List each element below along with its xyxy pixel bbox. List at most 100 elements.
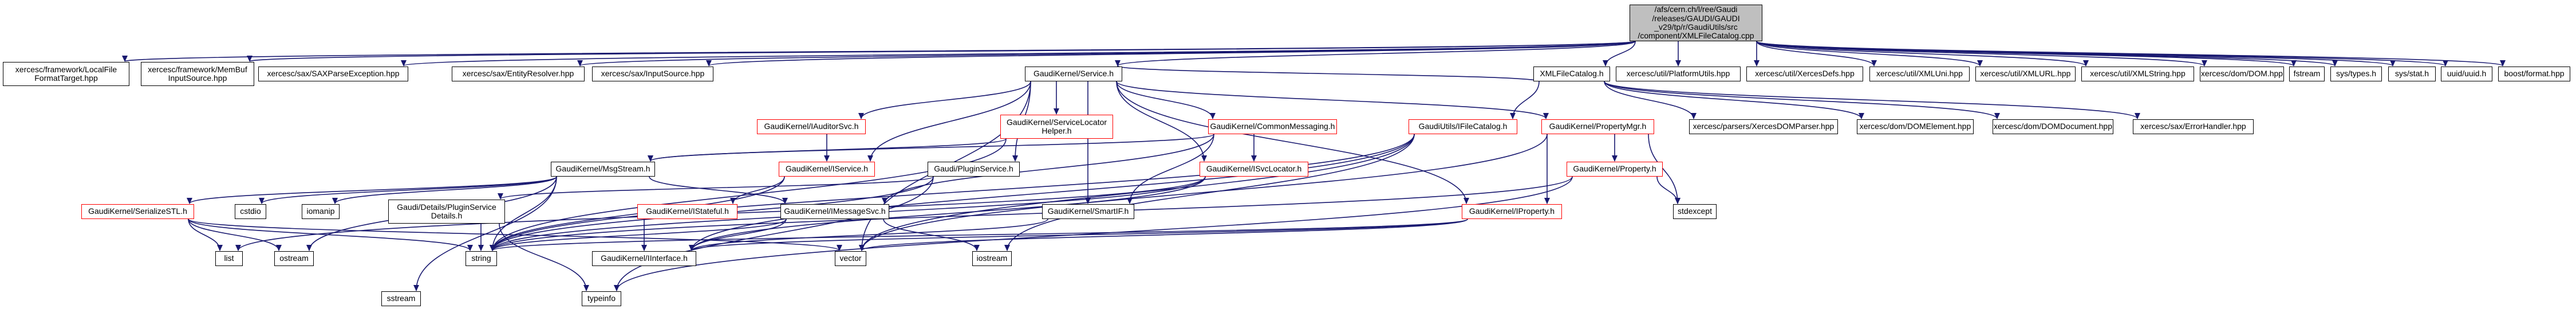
include-edge-commonmessaging-imessagesvc bbox=[882, 134, 1214, 204]
node-fstream: fstream bbox=[2289, 67, 2325, 81]
include-edge-main-membuf bbox=[247, 41, 1636, 62]
include-edge-xmlfilecatalog_h-service bbox=[1115, 65, 1540, 82]
include-edge-main-inputsource bbox=[706, 41, 1636, 67]
node-label: iomanip bbox=[306, 206, 335, 216]
include-edge-xmlfilecatalog_h-errorhandler bbox=[1604, 81, 2140, 119]
include-edge-serializestl-ostream bbox=[188, 218, 282, 251]
node-label: xercesc/util/XMLString.hpp bbox=[2090, 69, 2186, 79]
node-platformutils: xercesc/util/PlatformUtils.hpp bbox=[1616, 67, 1741, 81]
node-domelement: xercesc/dom/DOMElement.hpp bbox=[1857, 119, 1974, 134]
node-smartif[interactable]: GaudiKernel/SmartIF.h bbox=[1042, 204, 1134, 219]
include-edge-iproperty-string bbox=[490, 218, 1468, 251]
node-serializestl: GaudiKernel/SerializeSTL.h bbox=[81, 204, 194, 219]
node-label: xercesc/util/XMLURL.hpp bbox=[1980, 69, 2071, 79]
node-sstream: sstream bbox=[381, 291, 421, 306]
include-edge-smartif-iinterface bbox=[689, 218, 1048, 251]
include-edge-ifilecatalog-iinterface bbox=[689, 134, 1415, 251]
node-label: list bbox=[224, 253, 234, 263]
node-sysstat: sys/stat.h bbox=[2388, 67, 2436, 81]
node-label: sstream bbox=[386, 294, 416, 303]
node-label: Details.h bbox=[431, 211, 463, 220]
node-label: xercesc/framework/LocalFile bbox=[15, 64, 117, 74]
node-label: sys/types.h bbox=[2336, 69, 2377, 79]
node-label: GaudiKernel/SerializeSTL.h bbox=[88, 206, 187, 216]
include-edge-property-typeinfo bbox=[614, 176, 1573, 291]
include-edge-pluginservice-typeinfo bbox=[614, 176, 934, 291]
node-label: GaudiKernel/SmartIF.h bbox=[1047, 206, 1129, 216]
node-stdexcept: stdexcept bbox=[1673, 204, 1717, 219]
node-label: GaudiKernel/IAuditorSvc.h bbox=[764, 122, 859, 131]
node-label: /releases/GAUDI/GAUDI bbox=[1652, 13, 1740, 23]
node-istateful: GaudiKernel/IStateful.h bbox=[637, 204, 737, 219]
node-label: GaudiKernel/Property.h bbox=[1573, 164, 1656, 174]
node-label: GaudiUtils/IFileCatalog.h bbox=[1418, 122, 1508, 131]
node-msgstream[interactable]: GaudiKernel/MsgStream.h bbox=[551, 162, 655, 177]
node-propertymgr: GaudiKernel/PropertyMgr.h bbox=[1541, 119, 1654, 134]
include-edge-ifilecatalog-iostream bbox=[1004, 134, 1415, 251]
node-label: ostream bbox=[279, 253, 309, 263]
node-label: InputSource.hpp bbox=[168, 73, 227, 83]
node-iservice: GaudiKernel/IService.h bbox=[779, 162, 875, 177]
node-label: GaudiKernel/MsgStream.h bbox=[555, 164, 650, 174]
node-label: stdexcept bbox=[1678, 206, 1712, 216]
node-isvclocator: GaudiKernel/ISvcLocator.h bbox=[1200, 162, 1308, 177]
include-edge-serializestl-string bbox=[188, 218, 473, 251]
include-edge-iproperty-vector bbox=[859, 218, 1468, 251]
include-edge-propertymgr-stdexcept bbox=[1648, 134, 1680, 204]
include-edge-property-stdexcept bbox=[1656, 176, 1680, 204]
node-label: GaudiKernel/Service.h bbox=[1033, 69, 1114, 79]
node-xmlfilecatalog_h[interactable]: XMLFileCatalog.h bbox=[1533, 67, 1610, 81]
include-edge-service-commonmessaging bbox=[1116, 81, 1216, 119]
node-iostream: iostream bbox=[972, 251, 1012, 266]
include-edge-service-propertymgr bbox=[1116, 81, 1549, 119]
node-string: string bbox=[466, 251, 497, 266]
include-edge-imessagesvc-iostream bbox=[883, 218, 980, 251]
node-pluginservice[interactable]: Gaudi/PluginService.h bbox=[928, 162, 1020, 177]
include-edge-commonmessaging-msgstream bbox=[648, 134, 1214, 162]
include-edge-imessagesvc-iinterface bbox=[689, 218, 787, 251]
node-label: iostream bbox=[976, 253, 1008, 263]
include-edge-main-boostformat bbox=[1756, 41, 2506, 67]
node-xercesdomparser: xercesc/parsers/XercesDOMParser.hpp bbox=[1689, 119, 1838, 134]
node-list: list bbox=[215, 251, 243, 266]
node-xmluni: xercesc/util/XMLUni.hpp bbox=[1869, 67, 1970, 81]
include-edge-main-xmlstring bbox=[1756, 41, 2089, 67]
node-main: /afs/cern.ch/l/ree/Gaudi/releases/GAUDI/… bbox=[1630, 5, 1762, 41]
include-edge-service-isvclocator bbox=[1116, 81, 1207, 162]
include-edge-main-uuid bbox=[1756, 41, 2448, 67]
node-service[interactable]: GaudiKernel/Service.h bbox=[1025, 67, 1122, 81]
include-edge-imessagesvc-string bbox=[490, 218, 787, 251]
node-label: xercesc/dom/DOM.hpp bbox=[2200, 69, 2283, 79]
include-edge-main-xmluni bbox=[1756, 41, 1877, 67]
include-edge-pluginservice-psdetails bbox=[498, 176, 934, 200]
node-label: xercesc/sax/InputSource.hpp bbox=[601, 69, 705, 79]
node-saxparse: xercesc/sax/SAXParseException.hpp bbox=[258, 67, 408, 81]
node-typeinfo: typeinfo bbox=[582, 291, 621, 306]
node-label: uuid/uuid.h bbox=[2447, 69, 2487, 79]
node-iinterface[interactable]: GaudiKernel/IInterface.h bbox=[592, 251, 696, 266]
include-edge-main-xmlfilecatalog_h bbox=[1603, 41, 1636, 67]
node-label: boost/format.hpp bbox=[2504, 69, 2565, 79]
node-uuid: uuid/uuid.h bbox=[2441, 67, 2492, 81]
include-edge-ifilecatalog-vector bbox=[859, 134, 1415, 251]
include-edge-psdetails-typeinfo bbox=[499, 223, 589, 291]
node-imessagesvc[interactable]: GaudiKernel/IMessageSvc.h bbox=[780, 204, 889, 219]
node-label: GaudiKernel/IProperty.h bbox=[1469, 206, 1555, 216]
include-edge-main-service bbox=[1115, 41, 1636, 67]
include-edge-msgstream-imessagesvc bbox=[649, 176, 788, 204]
node-label: GaudiKernel/IInterface.h bbox=[601, 253, 688, 263]
node-label: xercesc/dom/DOMElement.hpp bbox=[1859, 122, 1971, 131]
node-label: FormatTarget.hpp bbox=[34, 73, 98, 83]
node-inputsource: xercesc/sax/InputSource.hpp bbox=[592, 67, 713, 81]
node-label: xercesc/sax/SAXParseException.hpp bbox=[267, 69, 400, 79]
node-property: GaudiKernel/Property.h bbox=[1567, 162, 1663, 177]
node-label: xercesc/framework/MemBuf bbox=[148, 64, 247, 74]
node-boostformat: boost/format.hpp bbox=[2498, 67, 2570, 81]
node-label: xercesc/sax/EntityResolver.hpp bbox=[462, 69, 574, 79]
include-edge-main-xmlurl bbox=[1756, 41, 1983, 67]
